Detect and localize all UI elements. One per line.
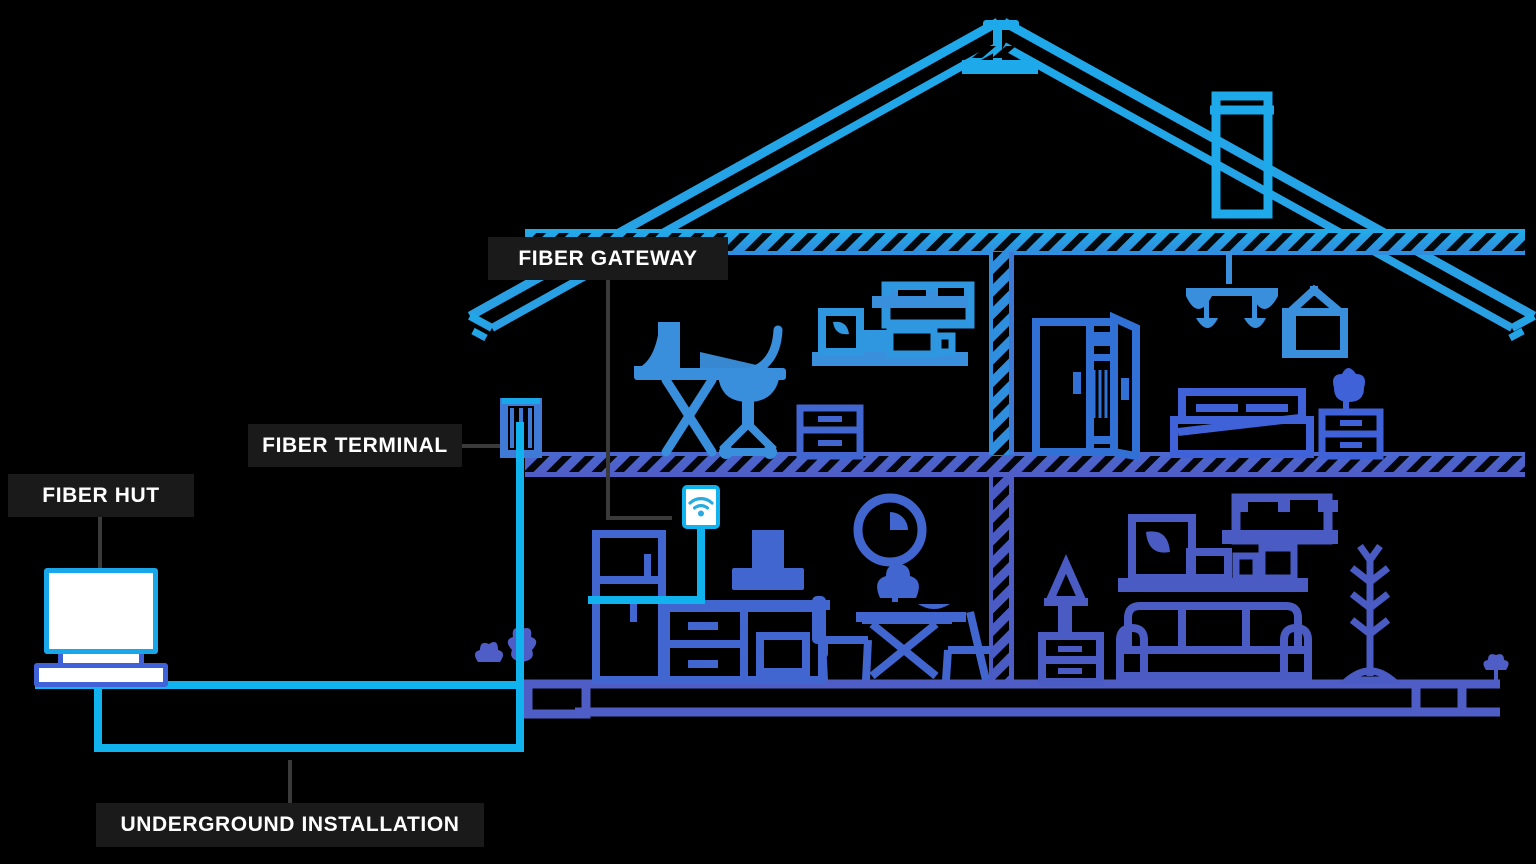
label-fiber-gateway[interactable]: FIBER GATEWAY	[488, 237, 728, 280]
label-fiber-hut[interactable]: FIBER HUT	[8, 474, 194, 517]
leader-lines	[98, 280, 672, 803]
office-room	[634, 281, 975, 460]
bedroom-room	[1032, 252, 1384, 461]
fiber-hut-base	[34, 663, 168, 687]
chimney	[1210, 91, 1274, 219]
fiber-hut-neck	[58, 654, 144, 663]
label-fiber-terminal[interactable]: FIBER TERMINAL	[248, 424, 462, 467]
label-fiber-hut-text: FIBER HUT	[42, 483, 160, 507]
label-fiber-gateway-text: FIBER GATEWAY	[518, 246, 698, 270]
fiber-hut-cabinet	[44, 568, 158, 654]
mid-floor-band	[525, 452, 1525, 477]
foundation	[523, 679, 1500, 719]
fiber-gateway-device[interactable]	[682, 485, 720, 529]
fiber-cable-to-gateway	[588, 529, 705, 604]
kitchen-room	[592, 493, 990, 684]
roof-ridge-bracket	[962, 20, 1038, 74]
wifi-icon	[688, 497, 714, 517]
label-underground-installation[interactable]: UNDERGROUND INSTALLATION	[96, 803, 484, 847]
label-fiber-terminal-text: FIBER TERMINAL	[262, 433, 448, 457]
right-exterior-wall	[1413, 295, 1465, 700]
attic-ceiling-band	[525, 229, 1525, 255]
left-exterior-wall	[531, 295, 583, 700]
label-underground-installation-text: UNDERGROUND INSTALLATION	[120, 813, 460, 836]
interior-partition-wall	[989, 252, 1014, 680]
living-room	[1038, 493, 1402, 686]
